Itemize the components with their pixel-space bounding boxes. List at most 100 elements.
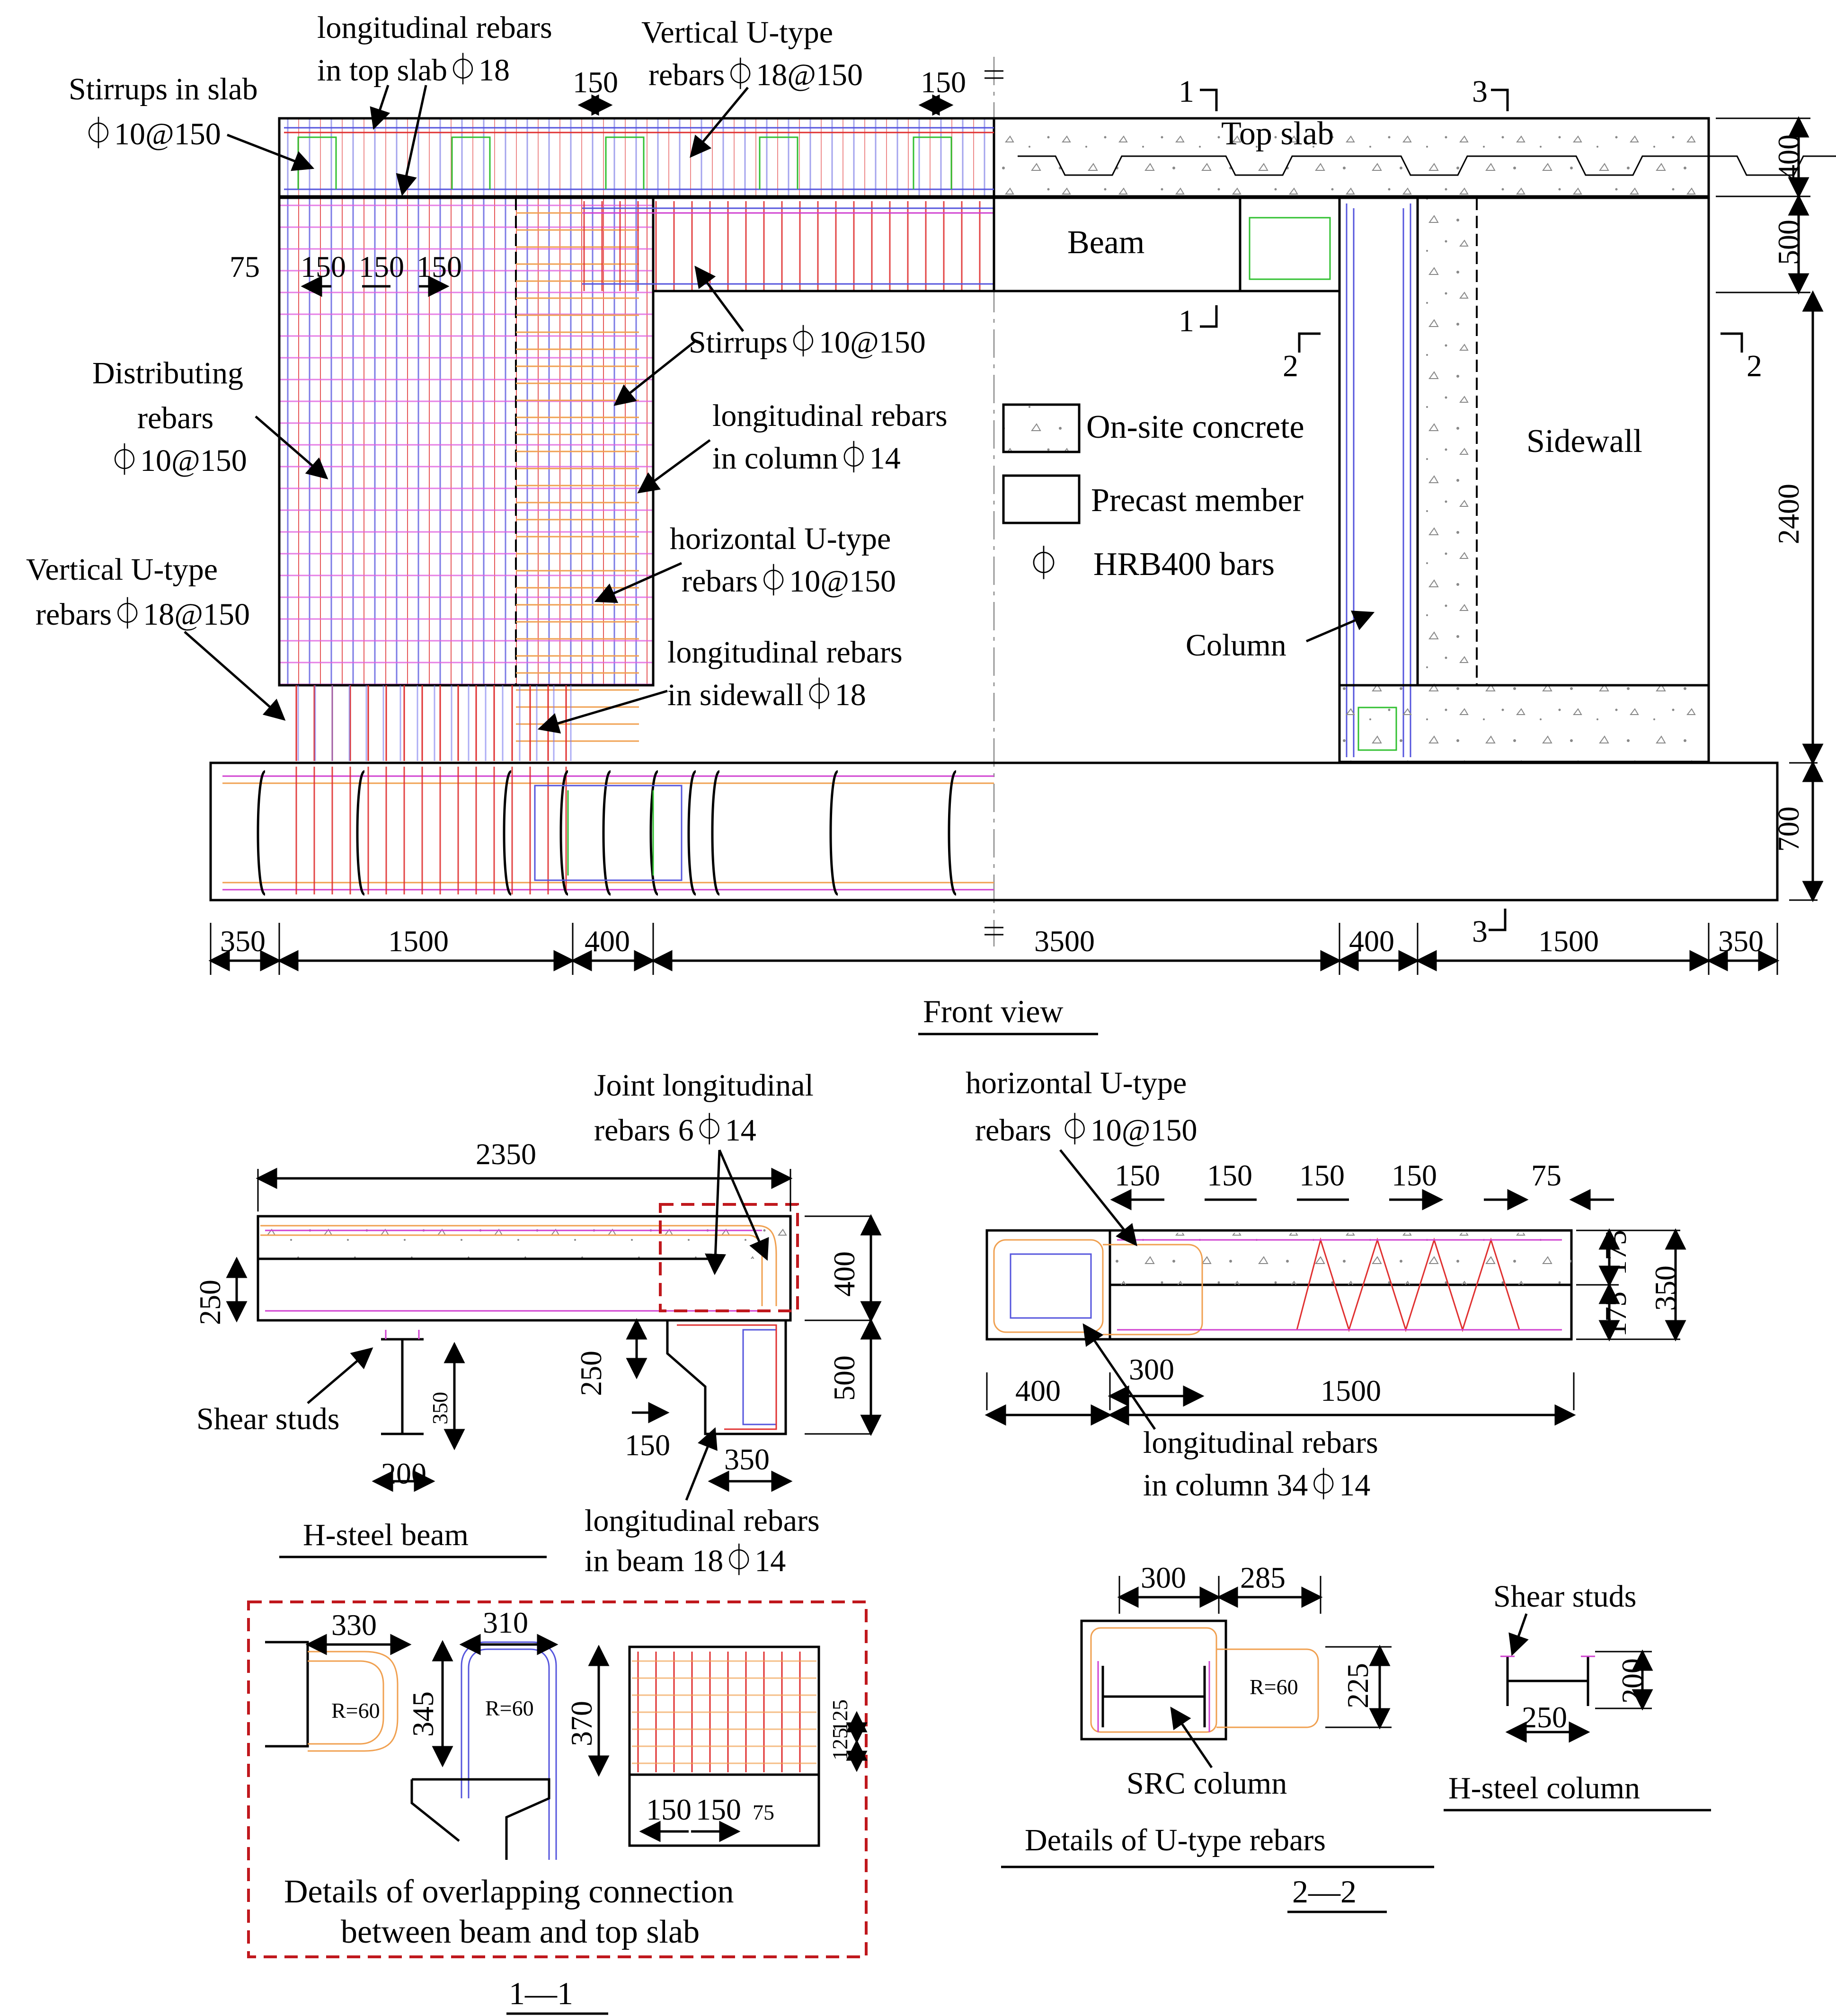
svg-text:700: 700 bbox=[1772, 806, 1805, 852]
beam-stirrups bbox=[577, 201, 994, 291]
svg-text:150: 150 bbox=[921, 65, 966, 99]
src-column-label: SRC column bbox=[1126, 1766, 1287, 1801]
svg-text:2350: 2350 bbox=[476, 1137, 536, 1171]
front-top-dims: 150 150 bbox=[573, 65, 966, 116]
sec22-horiz-u-b: rebars ⏀10@150 bbox=[975, 1113, 1197, 1148]
column bbox=[1338, 196, 1419, 687]
svg-text:150: 150 bbox=[646, 1793, 692, 1826]
svg-text:300: 300 bbox=[1129, 1353, 1174, 1386]
svg-text:330: 330 bbox=[331, 1608, 377, 1642]
sec11-long-beam-a: longitudinal rebars bbox=[585, 1503, 820, 1538]
svg-text:350: 350 bbox=[1718, 924, 1764, 958]
svg-text:75: 75 bbox=[230, 250, 260, 283]
svg-text:2: 2 bbox=[1283, 349, 1298, 383]
section-1-1: 2350 250 400 500 250 350 200 150 350 Joi… bbox=[193, 1068, 882, 2015]
label-long-col-b: in column⏀14 bbox=[712, 441, 901, 476]
legend-onsite: On-site concrete bbox=[1086, 409, 1304, 445]
label-column: Column bbox=[1186, 628, 1286, 663]
sec11-joint-b: rebars 6⏀14 bbox=[594, 1113, 756, 1148]
overlap-detail-title-a: Details of overlapping connection bbox=[284, 1874, 734, 1910]
label-stirrups-slab-b: ⏀10@150 bbox=[83, 116, 221, 151]
label-stirrups-beam: Stirrups⏀10@150 bbox=[689, 325, 926, 360]
svg-text:150: 150 bbox=[359, 250, 404, 283]
label-vert-u-b: rebars⏀18@150 bbox=[35, 597, 250, 632]
sec11-slab bbox=[257, 1215, 792, 1322]
sec11-shear-studs: Shear studs bbox=[196, 1402, 339, 1436]
label-distributing-c: ⏀10@150 bbox=[109, 443, 247, 478]
top-slab-rebars-left bbox=[279, 118, 994, 196]
right-lower-concrete bbox=[1339, 685, 1709, 762]
bottom-slab-stirrups bbox=[257, 770, 957, 896]
u-details-label: Details of U-type rebars bbox=[1025, 1823, 1326, 1857]
svg-text:285: 285 bbox=[1240, 1561, 1286, 1594]
svg-text:350: 350 bbox=[724, 1442, 770, 1476]
top-slab-stirrups bbox=[297, 136, 952, 189]
left-column-u-rebars bbox=[516, 203, 639, 757]
svg-text:3500: 3500 bbox=[1034, 924, 1095, 958]
svg-text:350: 350 bbox=[1649, 1265, 1682, 1311]
svg-text:250: 250 bbox=[1522, 1700, 1567, 1734]
svg-text:2400: 2400 bbox=[1772, 484, 1805, 544]
svg-text:150: 150 bbox=[301, 250, 346, 283]
svg-text:2: 2 bbox=[1747, 349, 1762, 383]
beam-column-joint bbox=[1239, 196, 1341, 292]
svg-text:345: 345 bbox=[406, 1691, 440, 1737]
h-steel-beam-shape bbox=[381, 1338, 424, 1435]
front-bottom-dims: 350 1500 400 3500 400 1500 350 bbox=[208, 923, 1780, 975]
svg-text:150: 150 bbox=[573, 65, 618, 99]
legend-precast: Precast member bbox=[1091, 482, 1304, 519]
front-annotations: longitudinal rebars in top slab⏀18 Verti… bbox=[26, 10, 1375, 734]
front-view: Top slab Beam Sidewall bbox=[26, 10, 1836, 1035]
sec11-long-beam-b: in beam 18⏀14 bbox=[585, 1543, 786, 1578]
svg-text:1: 1 bbox=[1179, 304, 1194, 338]
svg-text:300: 300 bbox=[1141, 1561, 1186, 1594]
sec22-horiz-u-a: horizontal U-type bbox=[966, 1066, 1187, 1100]
sec22-shear-studs: Shear studs bbox=[1493, 1579, 1636, 1614]
top-slab-concrete bbox=[994, 118, 1709, 196]
legend: On-site concrete Precast member ⏀ HRB400… bbox=[1002, 403, 1304, 583]
h-steel-column-shape bbox=[1506, 1656, 1589, 1706]
svg-text:R=60: R=60 bbox=[1250, 1675, 1298, 1699]
svg-text:310: 310 bbox=[483, 1606, 528, 1639]
label-long-wall-a: longitudinal rebars bbox=[667, 635, 903, 670]
sidewall-label: Sidewall bbox=[1526, 423, 1642, 460]
label-vert-u-top-b: rebars⏀18@150 bbox=[648, 57, 863, 92]
svg-text:350: 350 bbox=[220, 924, 266, 958]
overlap-detail: 330 310 345 370 125 125 150 150 75 R=60 … bbox=[265, 1606, 868, 1860]
svg-text:400: 400 bbox=[1349, 924, 1394, 958]
sec11-title: 1—1 bbox=[509, 1975, 573, 2011]
svg-text:250: 250 bbox=[574, 1351, 608, 1396]
svg-text:3: 3 bbox=[1472, 914, 1488, 949]
sec22-title: 2—2 bbox=[1292, 1874, 1357, 1910]
sec11-joint-box bbox=[659, 1203, 799, 1312]
legend-onsite-swatch bbox=[1002, 403, 1081, 453]
label-horiz-u-b: rebars⏀10@150 bbox=[682, 564, 896, 599]
svg-text:175: 175 bbox=[1599, 1230, 1632, 1275]
svg-text:400: 400 bbox=[1772, 134, 1805, 180]
legend-hrb: HRB400 bars bbox=[1093, 546, 1275, 583]
src-column-section bbox=[1080, 1619, 1227, 1741]
front-view-title: Front view bbox=[923, 993, 1064, 1029]
svg-text:150: 150 bbox=[417, 250, 462, 283]
svg-text:1500: 1500 bbox=[388, 924, 449, 958]
svg-text:150: 150 bbox=[1207, 1158, 1252, 1192]
sec22-long-col-a: longitudinal rebars bbox=[1143, 1425, 1378, 1460]
svg-text:500: 500 bbox=[1772, 220, 1805, 265]
svg-text:225: 225 bbox=[1341, 1663, 1375, 1708]
svg-text:125: 125 bbox=[828, 1699, 852, 1732]
overlap-detail-box bbox=[247, 1600, 868, 1958]
label-horiz-u-a: horizontal U-type bbox=[670, 522, 891, 556]
svg-text:R=60: R=60 bbox=[331, 1698, 380, 1723]
label-stirrups-slab-a: Stirrups in slab bbox=[69, 72, 258, 106]
sec22-long-col-b: in column 34⏀14 bbox=[1143, 1468, 1370, 1503]
label-long-col-a: longitudinal rebars bbox=[712, 398, 948, 433]
label-distributing-a: Distributing bbox=[92, 356, 243, 390]
label-long-wall-b: in sidewall⏀18 bbox=[667, 677, 866, 712]
section-marks: 1 3 1 2 2 3 bbox=[1179, 74, 1762, 949]
sec11-h-beam: H-steel beam bbox=[303, 1518, 469, 1552]
svg-text:350: 350 bbox=[428, 1392, 452, 1424]
svg-text:150: 150 bbox=[625, 1428, 670, 1462]
sec11-joint-a: Joint longitudinal bbox=[594, 1068, 814, 1103]
svg-text:250: 250 bbox=[193, 1280, 227, 1325]
